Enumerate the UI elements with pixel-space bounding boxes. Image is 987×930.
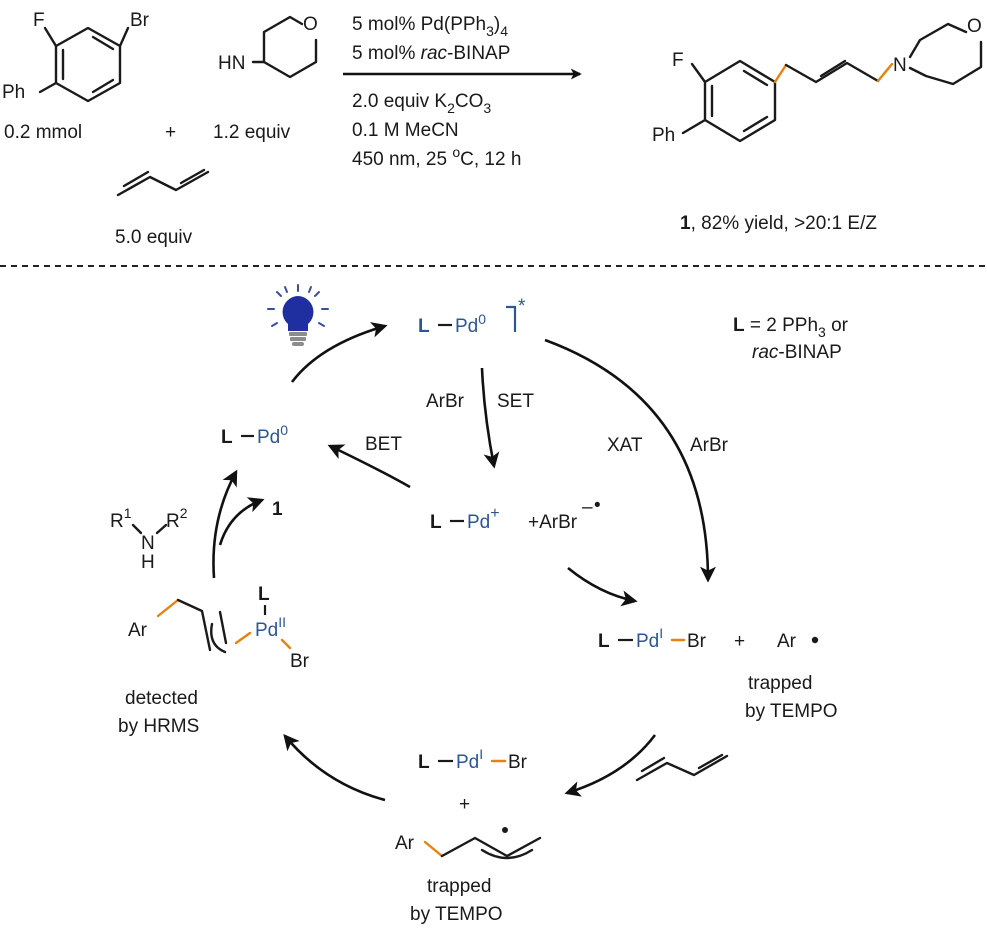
morpholine-amount: 1.2 equiv: [213, 122, 291, 143]
ground-pd-label: Pd0: [257, 422, 288, 448]
product-structure: F Ph N O 1, 82% yield, >20:1 E/Z: [652, 16, 983, 234]
pi-allyl-ligand: L: [258, 584, 270, 605]
excited-pd0-complex: L Pd0 *: [418, 296, 526, 337]
morpholine-structure: O HN 1.2 equiv: [213, 14, 318, 143]
svg-text:L: L: [221, 427, 233, 448]
amine-structure: R1 N R2 H: [110, 505, 188, 573]
trapped-label-2a: trapped: [427, 876, 491, 897]
step-xat: XAT: [607, 435, 643, 456]
detected-label-b: by HRMS: [118, 716, 199, 737]
svg-text:L: L: [598, 631, 610, 652]
amine-r1: R1: [110, 505, 132, 532]
ligand-definition: L = 2 PPh3 or rac-BINAP: [733, 315, 849, 363]
pi-allyl-aryl: Ar: [128, 620, 148, 641]
amine-hydrogen: H: [141, 552, 155, 573]
photoexcitation-arrow: [290, 322, 388, 383]
condition-base: 2.0 equiv K2CO3: [352, 91, 491, 116]
ligand-definition-line2: rac-BINAP: [752, 342, 842, 363]
allyl-recombination-arrow: [283, 733, 386, 802]
step-set: SET: [497, 391, 534, 412]
allyl-radical-structure: Ar trapped by TEMPO: [395, 827, 542, 925]
butadiene-small: [635, 753, 729, 782]
aryl-radical-dot: [811, 636, 819, 644]
fluorine-label: F: [33, 10, 45, 31]
trapped-label-2b: by TEMPO: [410, 904, 503, 925]
lightbulb-icon: [267, 284, 329, 346]
condition-solvent: 0.1 M MeCN: [352, 120, 459, 141]
excited-pd-label: Pd0: [455, 311, 486, 337]
xat-arrow: [544, 338, 716, 583]
step-arbr-right: ArBr: [690, 435, 729, 456]
bromine-label: Br: [130, 10, 150, 31]
pi-allyl-pd2-complex: Ar L PdII Br detected by HRMS: [118, 584, 310, 737]
butadiene-addition-arrow: [564, 734, 657, 797]
condition-light: 450 nm, 25 oC, 12 h: [352, 144, 521, 170]
bet-arrow: [327, 444, 411, 489]
set-arrow: [480, 367, 500, 469]
step-arbr-left: ArBr: [426, 391, 465, 412]
pd1-bromide-complex-bottom: L PdI Br +: [418, 746, 528, 815]
pd1-label: PdI: [636, 625, 663, 652]
butadiene-structure: 5.0 equiv: [115, 168, 210, 248]
pd1-bromine: Br: [687, 631, 707, 652]
aryl-bromide-structure: Br F Ph 0.2 mmol: [2, 10, 150, 143]
detected-label-a: detected: [125, 688, 198, 709]
svg-text:L: L: [418, 752, 430, 773]
trapped-label-1a: trapped: [748, 673, 812, 694]
radical-anion-dot: •: [594, 495, 601, 516]
pd1-bromide-complex: L PdI Br + Ar trapped by TEMPO: [598, 625, 838, 722]
pd1-bottom-bromine: Br: [508, 752, 528, 773]
reaction-conditions: 5 mol% Pd(PPh3)4 5 mol% rac-BINAP 2.0 eq…: [343, 14, 582, 170]
svg-text:L: L: [430, 512, 442, 533]
product-nitrogen: N: [893, 55, 907, 76]
condition-ligand: 5 mol% rac-BINAP: [352, 43, 510, 64]
product-label: 1, 82% yield, >20:1 E/Z: [680, 213, 877, 234]
product-fluorine: F: [672, 50, 684, 71]
product-release-arrow: [218, 497, 265, 546]
morpholine-nh: HN: [218, 53, 245, 74]
pi-allyl-pd-label: PdII: [255, 614, 286, 641]
excited-star: *: [518, 296, 526, 317]
pd-cation-complex: L Pd+ +ArBr – •: [430, 495, 601, 533]
trapped-label-1b: by TEMPO: [745, 701, 838, 722]
product-one-label: 1: [272, 499, 283, 520]
phenyl-label: Ph: [2, 82, 25, 103]
aryl-radical: Ar: [777, 631, 797, 652]
radical-anion-arrow: [567, 566, 638, 607]
aryl-bromide-amount: 0.2 mmol: [4, 122, 82, 143]
cycle-arrows: [212, 322, 716, 802]
product-oxygen: O: [967, 16, 982, 37]
allyl-aryl-label: Ar: [395, 833, 415, 854]
cation-pd-label: Pd+: [467, 505, 500, 533]
amine-nitrogen: N: [141, 533, 155, 554]
butadiene-amount: 5.0 equiv: [115, 227, 193, 248]
pd1-plus: +: [734, 631, 745, 652]
svg-text:L: L: [418, 316, 430, 337]
step-bet: BET: [365, 434, 402, 455]
amination-arrow: [212, 469, 238, 579]
pi-allyl-bromine: Br: [290, 651, 310, 672]
plus-sign: +: [165, 122, 176, 143]
radical-anion-minus: –: [582, 497, 593, 518]
pd1-bottom-plus: +: [459, 794, 470, 815]
condition-catalyst: 5 mol% Pd(PPh3)4: [352, 14, 508, 39]
morpholine-oxygen: O: [303, 14, 318, 35]
amine-r2: R2: [166, 505, 188, 532]
ground-pd0-complex: L Pd0: [221, 422, 288, 448]
pd1-bottom-label: PdI: [456, 746, 483, 773]
arbr-radical-anion: +ArBr: [528, 512, 578, 533]
product-phenyl: Ph: [652, 125, 675, 146]
ligand-definition-line1: L = 2 PPh3 or: [733, 315, 849, 340]
